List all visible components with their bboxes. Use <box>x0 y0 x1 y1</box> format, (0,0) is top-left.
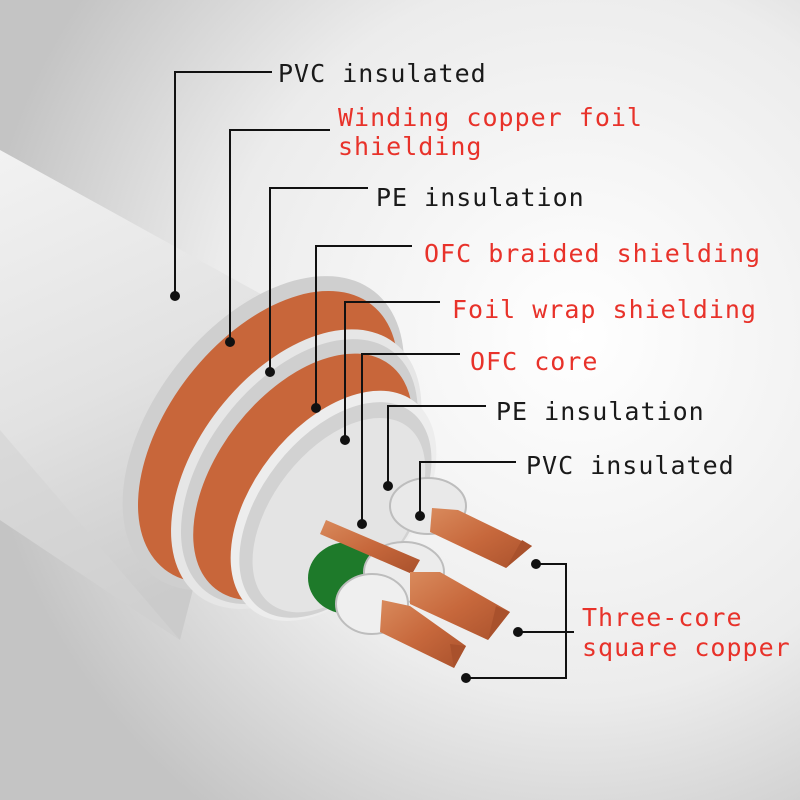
dot-winding-foil <box>225 337 235 347</box>
dot-copper-bottom <box>461 673 471 683</box>
dot-ofc-braided <box>311 403 321 413</box>
dot-pe-outer <box>265 367 275 377</box>
copper-conductor-top <box>430 508 532 568</box>
leader-pe-outer <box>269 187 368 372</box>
label-pvc-inner: PVC insulated <box>526 451 735 480</box>
dot-copper-top <box>531 559 541 569</box>
leader-winding-foil <box>229 129 330 342</box>
label-ofc-core: OFC core <box>470 347 599 376</box>
dot-pe-inner <box>383 481 393 491</box>
leader-copper-top <box>466 563 567 679</box>
copper-conductor-middle <box>410 572 510 640</box>
copper-conductor-bottom-face <box>450 644 466 668</box>
dot-foil-wrap <box>340 435 350 445</box>
leader-ofc-core <box>361 353 460 524</box>
leader-pe-inner <box>387 405 486 486</box>
dot-pvc-outer <box>170 291 180 301</box>
copper-conductor-middle-face <box>488 606 510 640</box>
label-foil-wrap: Foil wrap shielding <box>452 295 757 324</box>
label-ofc-braided: OFC braided shielding <box>424 239 762 268</box>
copper-conductor-top-face <box>506 540 532 568</box>
label-pe-inner: PE insulation <box>496 397 705 426</box>
leader-foil-wrap <box>344 301 440 440</box>
cable-jacket-shadow <box>0 430 180 640</box>
leader-ofc-braided <box>315 245 412 408</box>
leader-pvc-outer <box>174 71 272 296</box>
label-pvc-outer: PVC insulated <box>278 59 487 88</box>
label-pe-outer: PE insulation <box>376 183 585 212</box>
copper-conductor-bottom <box>380 600 466 668</box>
label-three-core-line2: square copper <box>582 633 791 662</box>
label-three-core-line1: Three-core <box>582 603 743 632</box>
dot-pvc-inner <box>415 511 425 521</box>
dot-copper-middle <box>513 627 523 637</box>
label-winding-foil-line2: shielding <box>338 132 483 161</box>
label-winding-foil-line1: Winding copper foil <box>338 103 643 132</box>
dot-ofc-core <box>357 519 367 529</box>
ofc-core-strip <box>320 520 420 574</box>
leader-pvc-inner <box>419 461 516 516</box>
